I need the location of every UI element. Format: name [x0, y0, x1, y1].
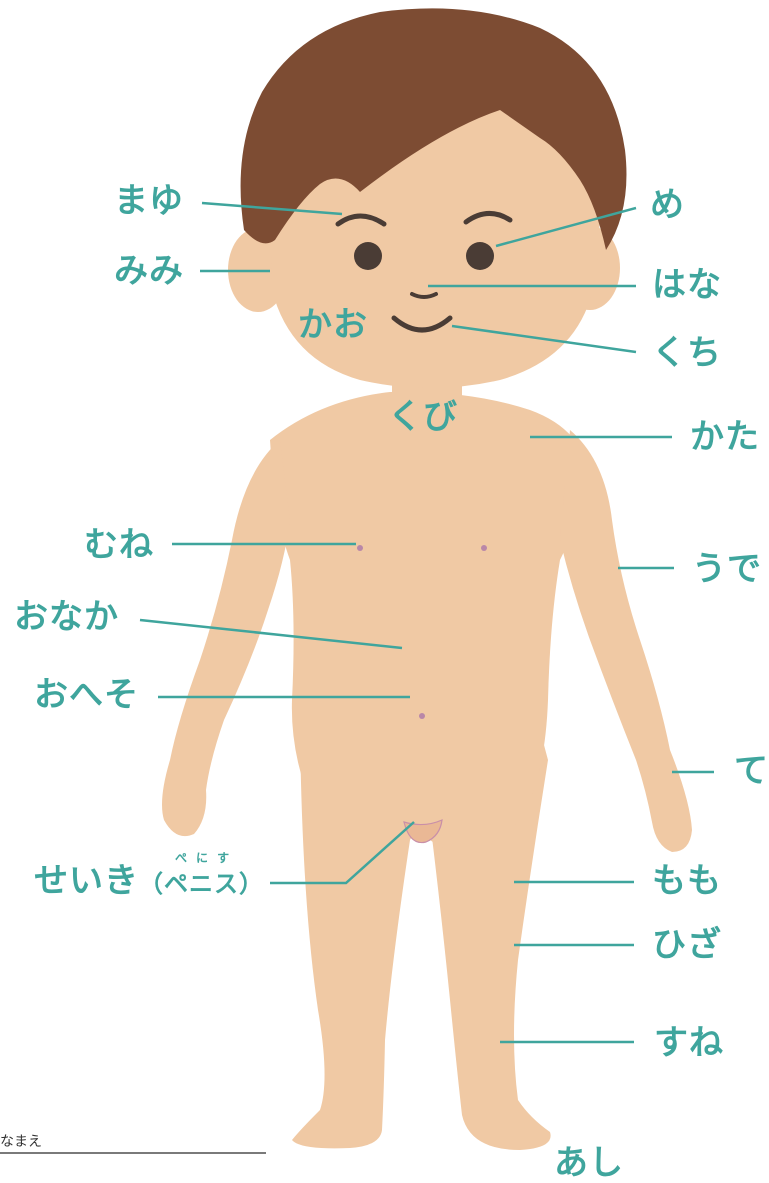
right-eye [466, 242, 494, 270]
left-nipple [357, 545, 363, 551]
label-hiza: ひざ [652, 928, 722, 962]
label-kubi: くび [388, 400, 458, 434]
right-nipple [481, 545, 487, 551]
label-mune: むね [84, 528, 154, 562]
navel [419, 713, 425, 719]
label-hana: はな [652, 268, 722, 302]
name-field-label: なまえ [0, 1131, 42, 1151]
label-me: め [650, 188, 685, 222]
label-momo: もも [652, 864, 722, 898]
label-oheso: おへそ [34, 678, 139, 712]
label-onaka: おなか [14, 600, 119, 634]
label-mayu: まゆ [114, 184, 184, 218]
label-seiki-main: せいき [34, 861, 139, 901]
left-arm [162, 440, 290, 836]
label-te: て [734, 754, 769, 788]
label-seiki-paren: （ペニス） [139, 870, 264, 898]
left-eye [354, 242, 382, 270]
label-kata: かた [690, 420, 760, 454]
label-ashi: あし [554, 1146, 624, 1180]
name-field-line[interactable] [0, 1152, 266, 1154]
right-arm [560, 430, 692, 852]
label-kuchi: くち [652, 336, 722, 370]
label-sune: すね [654, 1026, 724, 1060]
label-mimi: みみ [114, 254, 184, 288]
label-seiki: せいき（ペニス） [34, 864, 264, 898]
label-kao: かお [298, 308, 368, 342]
label-ude: うで [692, 552, 762, 586]
